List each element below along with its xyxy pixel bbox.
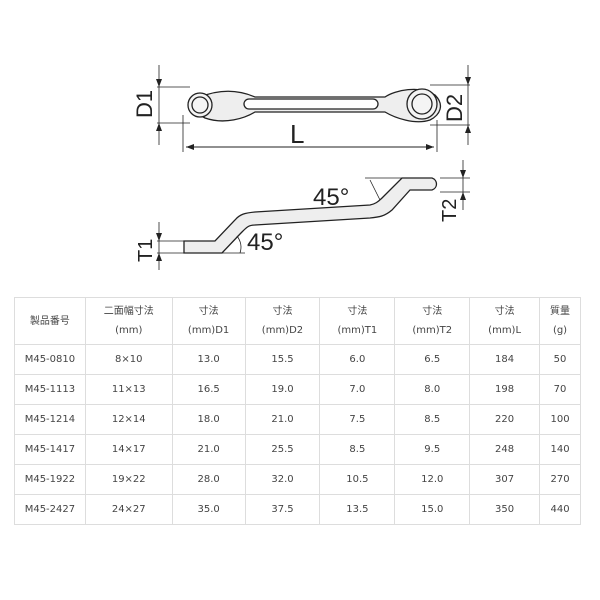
table-cell: 28.0 [171,464,246,495]
table-cell: 10.5 [319,464,396,495]
table-cell: 13.5 [319,494,396,525]
table-cell: 18.0 [171,404,246,435]
table-cell: 12.0 [394,464,471,495]
table-header-row: 製品番号 二面幅寸法 (mm) 寸法 (mm)D1 寸法 (mm)D2 寸法 (mm)T1 寸法 (… [14,297,581,345]
label-l: L [290,119,304,149]
table-cell: M45-2427 [14,494,86,525]
label-angle-lower: 45° [247,229,283,256]
column-header: 二面幅寸法 (mm) [84,297,173,345]
table-cell: 21.0 [244,404,321,435]
table-cell: M45-1113 [14,374,86,405]
table-cell: 8×10 [84,344,173,375]
column-header: 質量 (g) [539,297,581,345]
table-cell: 184 [469,344,541,375]
label-t1: T1 [135,239,157,262]
column-header: 寸法 (mm)D2 [244,297,321,345]
table-cell: 7.5 [319,404,396,435]
table-cell: 19.0 [244,374,321,405]
table-cell: 6.0 [319,344,396,375]
column-header-line: (mm)D1 [187,325,230,336]
table-cell: 6.5 [394,344,471,375]
table-cell: 8.5 [319,434,396,465]
table-cell: 70 [539,374,581,405]
table-cell: 9.5 [394,434,471,465]
column-header-line: (mm)T2 [412,325,453,336]
wrench-side-view [183,177,438,254]
column-header-line: 寸法 [347,306,368,317]
wrench-dimension-drawing: D1 D2 L T1 T2 45° 45° [132,65,471,270]
table-cell: 220 [469,404,541,435]
label-angle-upper: 45° [313,184,349,211]
column-header-line: (mm)T1 [337,325,378,336]
table-cell: 11×13 [84,374,173,405]
table-cell: 32.0 [244,464,321,495]
column-header: 寸法 (mm)L [469,297,541,345]
column-header-line: 寸法 [422,306,443,317]
table-cell: 16.5 [171,374,246,405]
column-header-line: 質量 [550,306,571,317]
table-cell: M45-1214 [14,404,86,435]
table-cell: 198 [469,374,541,405]
table-cell: 8.5 [394,404,471,435]
table-cell: 35.0 [171,494,246,525]
column-header-line: 寸法 [272,306,293,317]
column-header-line: 二面幅寸法 [103,306,154,317]
column-header-line: (mm) [115,325,143,336]
table-cell: 350 [469,494,541,525]
column-header-line: 寸法 [198,306,219,317]
table-cell: 15.5 [244,344,321,375]
table-cell: 100 [539,404,581,435]
table-cell: M45-1417 [14,434,86,465]
table-cell: 50 [539,344,581,375]
column-header: 寸法 (mm)T2 [394,297,471,345]
column-header: 寸法 (mm)T1 [319,297,396,345]
label-t2: T2 [439,199,461,222]
table-cell: 24×27 [84,494,173,525]
column-header-line: (g) [552,325,568,336]
column-header-line: 寸法 [494,306,515,317]
label-d1: D1 [132,90,157,118]
column-header: 寸法 (mm)D1 [171,297,246,345]
column-header-line: (mm)D2 [261,325,304,336]
column-header-line: (mm)L [488,325,522,336]
column-header-line: 製品番号 [29,315,70,327]
table-cell: 307 [469,464,541,495]
label-d2: D2 [442,94,467,122]
table-cell: 248 [469,434,541,465]
table-cell: 14×17 [84,434,173,465]
spec-table: 製品番号 二面幅寸法 (mm) 寸法 (mm)D1 寸法 (mm)D2 寸法 (mm)T1 寸法 (… [14,297,581,525]
table-cell: M45-1922 [14,464,86,495]
table-cell: 12×14 [84,404,173,435]
table-cell: M45-0810 [14,344,86,375]
table-cell: 8.0 [394,374,471,405]
table-cell: 21.0 [171,434,246,465]
table-cell: 25.5 [244,434,321,465]
table-cell: 140 [539,434,581,465]
table-cell: 440 [539,494,581,525]
table-cell: 15.0 [394,494,471,525]
table-cell: 270 [539,464,581,495]
table-cell: 13.0 [171,344,246,375]
table-cell: 7.0 [319,374,396,405]
table-cell: 37.5 [244,494,321,525]
table-cell: 19×22 [84,464,173,495]
column-header: 製品番号 [14,297,86,345]
